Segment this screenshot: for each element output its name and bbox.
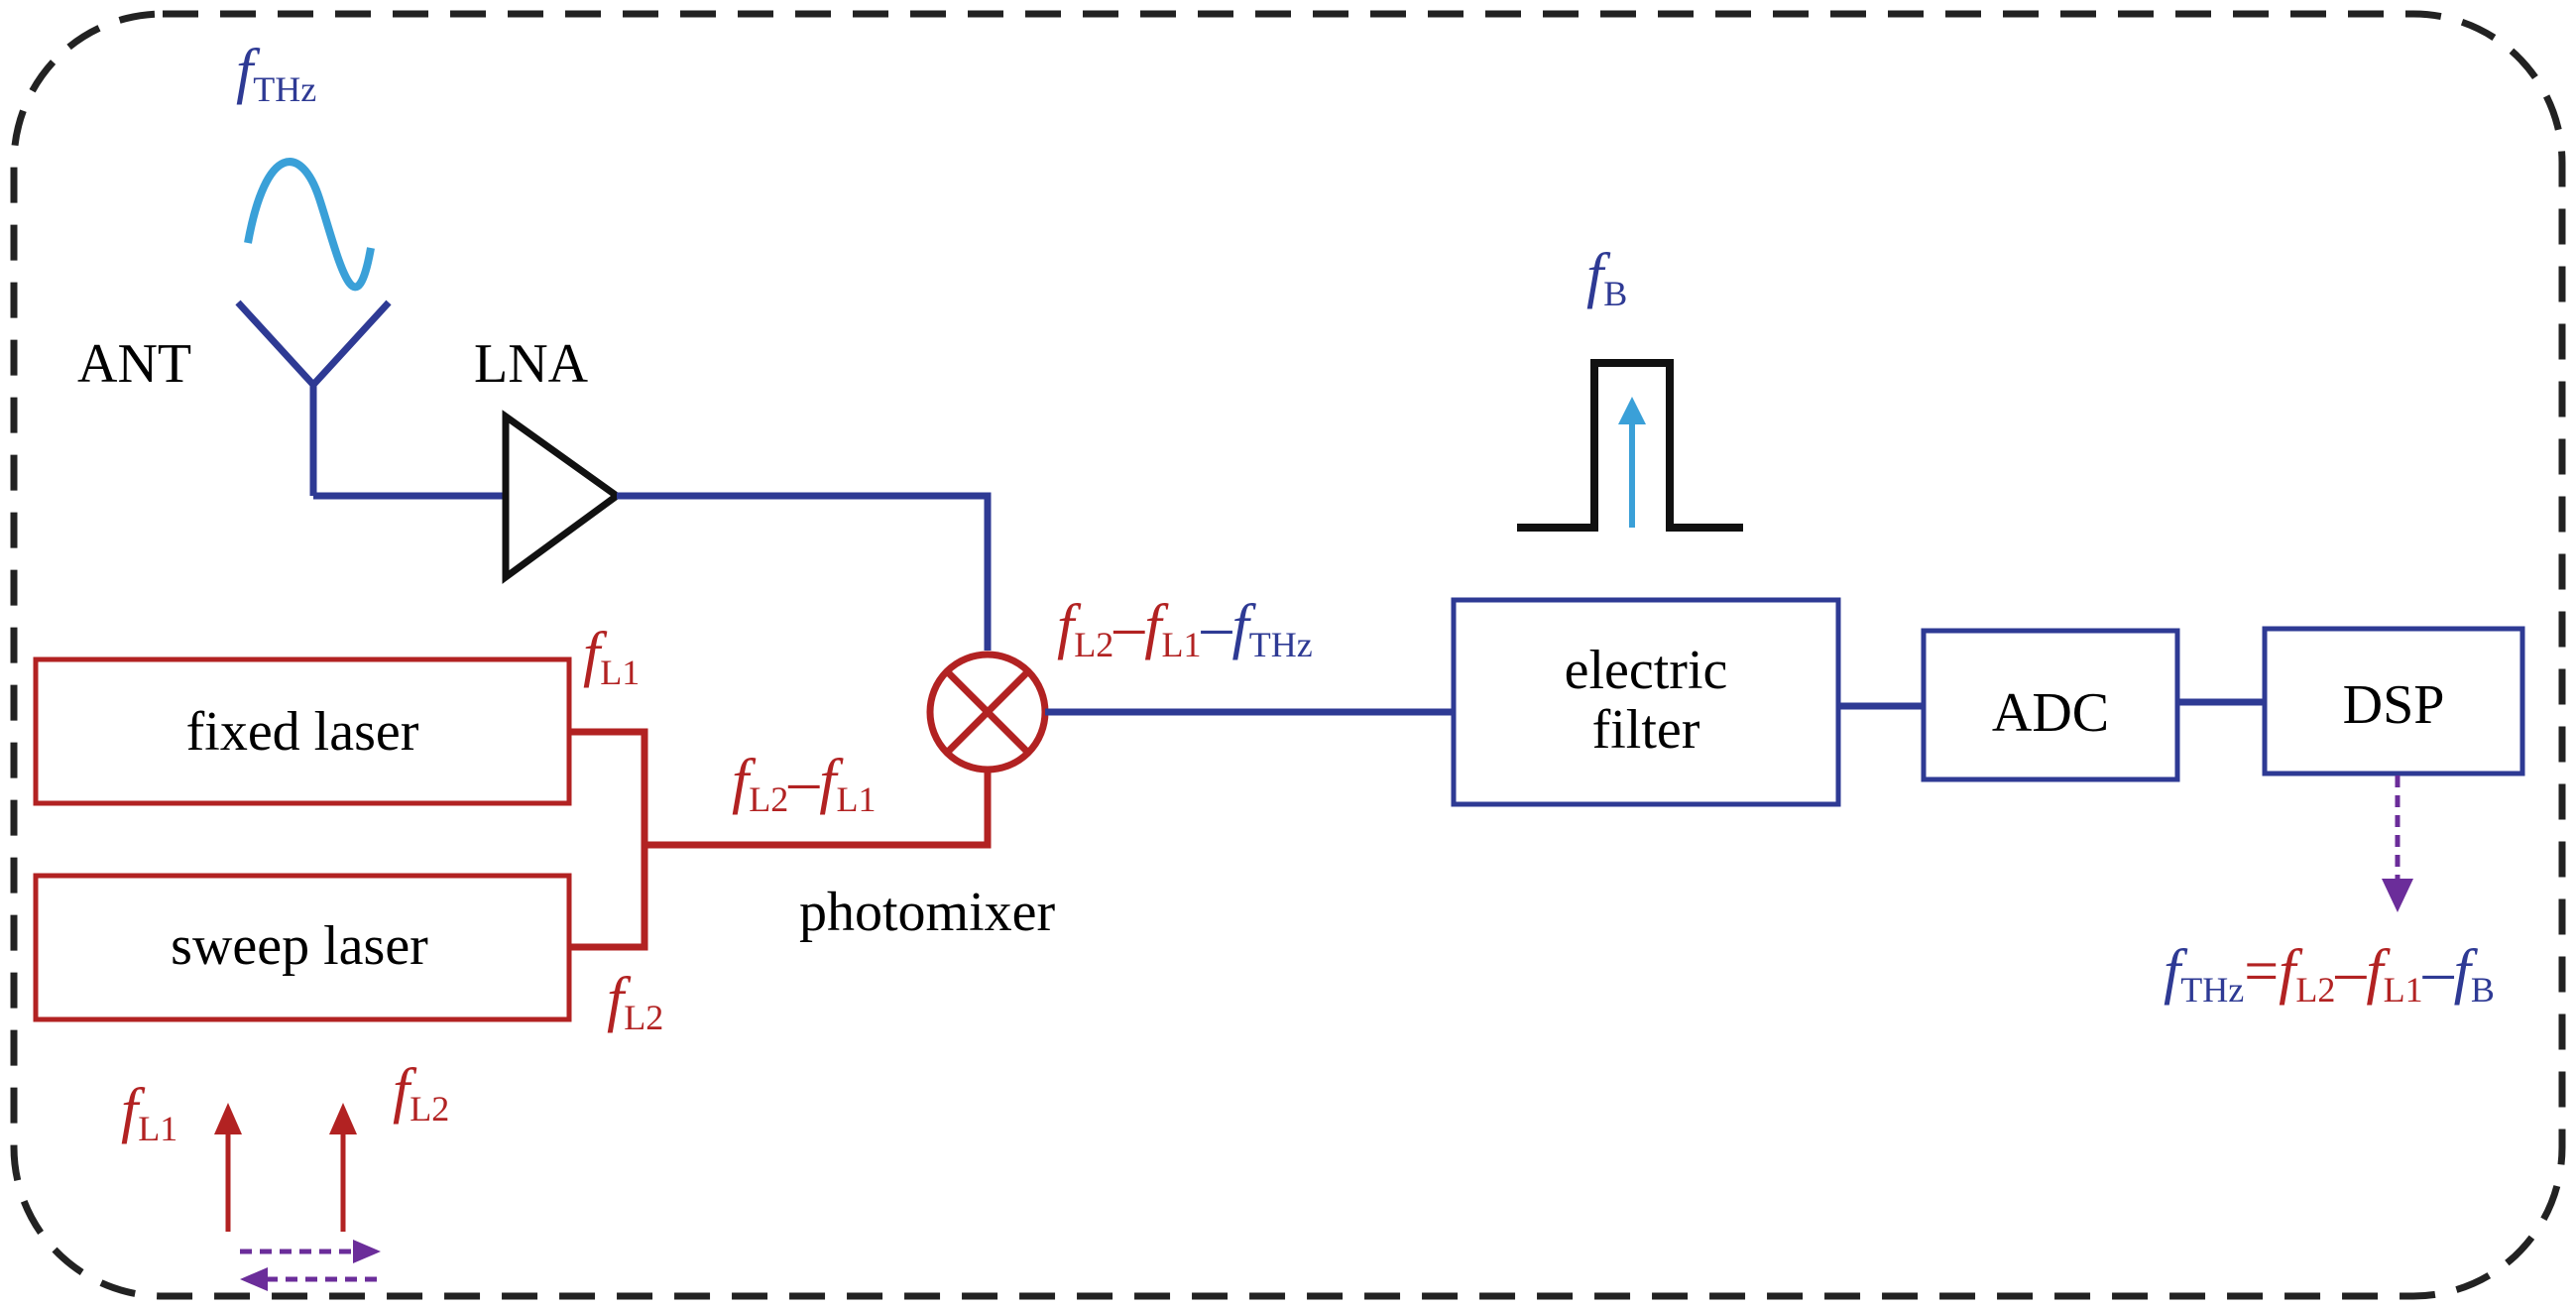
electric-filter-label-line2: filter [1592, 699, 1700, 761]
sweep-laser-label: sweep laser [171, 915, 428, 977]
f-l1-label-sweep-demo: fL1 [121, 1077, 177, 1148]
antenna-icon [235, 299, 392, 496]
lna-to-mixer-line [617, 492, 992, 651]
f-thz-label: fTHz [236, 38, 316, 109]
laser-combiner-lines [569, 728, 992, 951]
result-equation-label: fTHz=fL2–fL1–fB [2164, 938, 2495, 1010]
electric-filter-box [1451, 597, 1841, 807]
dashed-border [10, 10, 2566, 1300]
f-l2-minus-f-l1-minus-f-thz-label: fL2–fL1–fTHz [1057, 593, 1313, 664]
sweep-left-arrow [240, 1267, 381, 1291]
mixer-cross-icon [926, 651, 1049, 774]
bandpass-pulse-icon [1517, 359, 1743, 532]
dsp-box [2262, 626, 2525, 776]
f-l2-label-sweep: fL2 [607, 966, 663, 1037]
amplifier-triangle-icon [502, 410, 623, 584]
f-l1-label-fixed: fL1 [583, 621, 640, 692]
f-l2-label-sweep-demo: fL2 [393, 1057, 449, 1129]
f-l1-up-arrow [214, 1103, 242, 1232]
sine-wave-icon [244, 158, 375, 292]
adc-label: ADC [1992, 682, 2109, 744]
f-b-label: fB [1586, 242, 1627, 313]
f-b-arrow [1618, 397, 1646, 528]
lna-label: LNA [474, 333, 589, 395]
ant-label: ANT [77, 333, 191, 395]
fixed-laser-label: fixed laser [186, 701, 419, 763]
sweep-right-arrow [240, 1240, 381, 1263]
electric-filter-label-line1: electric [1565, 640, 1728, 701]
f-l2-minus-f-l1-label: fL2–fL1 [732, 748, 876, 819]
dsp-label: DSP [2343, 674, 2445, 736]
dsp-output-arrow [2382, 775, 2413, 912]
f-l2-up-arrow [329, 1103, 357, 1232]
photomixer-label: photomixer [799, 882, 1056, 943]
